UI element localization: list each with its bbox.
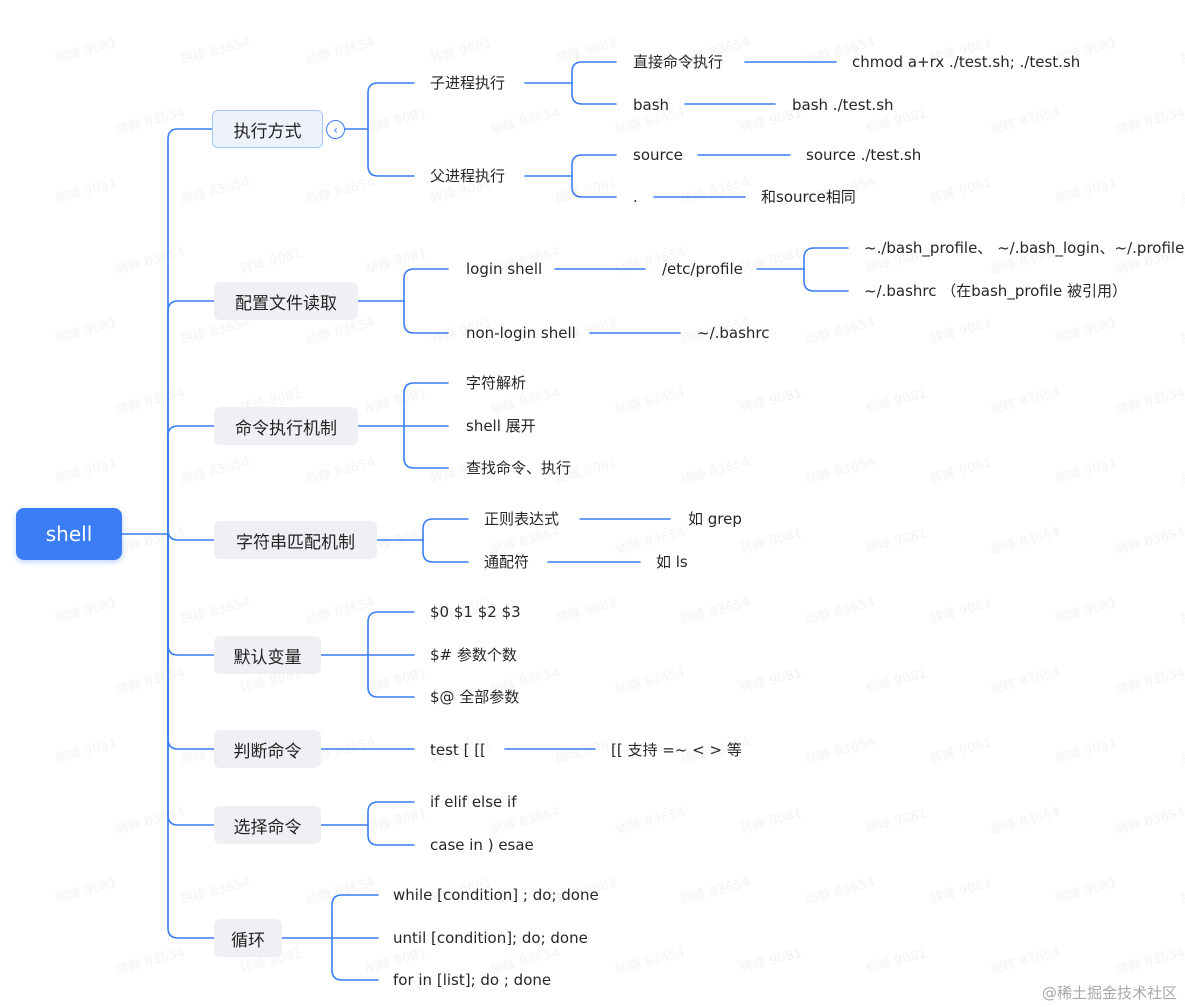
node-positional-vars[interactable]: $0 $1 $2 $3 bbox=[430, 603, 521, 621]
connector-line bbox=[422, 518, 469, 541]
node-login-shell[interactable]: login shell bbox=[466, 260, 543, 278]
connector-line bbox=[571, 154, 617, 177]
node-subprocess[interactable]: 子进程执行 bbox=[430, 74, 506, 92]
leaf-double-bracket[interactable]: [[ 支持 =~ < > 等 bbox=[611, 741, 742, 759]
leaf-grep[interactable]: 如 grep bbox=[688, 510, 742, 528]
chevron-left-icon[interactable]: ‹ bbox=[326, 120, 345, 139]
connector-line bbox=[167, 533, 215, 656]
node-case-in[interactable]: case in ) esae bbox=[430, 836, 534, 854]
connector-line bbox=[403, 300, 449, 334]
node-default-vars[interactable]: 默认变量 bbox=[214, 636, 321, 674]
node-while[interactable]: while [condition] ; do; done bbox=[393, 886, 599, 904]
node-until[interactable]: until [condition]; do; done bbox=[393, 929, 588, 947]
connector-line bbox=[167, 529, 215, 541]
connector-line bbox=[571, 82, 617, 105]
node-find-exec[interactable]: 查找命令、执行 bbox=[466, 459, 572, 477]
leaf-bashrc-ref[interactable]: ~/.bashrc （在bash_profile 被引用） bbox=[864, 282, 1127, 300]
connector-line bbox=[167, 425, 215, 535]
node-etc-profile[interactable]: /etc/profile bbox=[662, 260, 743, 278]
connector-line bbox=[331, 894, 379, 939]
connector-line bbox=[167, 128, 215, 535]
node-if-elif[interactable]: if elif else if bbox=[430, 793, 517, 811]
node-arg-count[interactable]: $# 参数个数 bbox=[430, 646, 517, 664]
connector-line bbox=[331, 937, 379, 981]
connector-line bbox=[422, 539, 469, 563]
node-cmd-exec[interactable]: 命令执行机制 bbox=[214, 407, 358, 445]
connector-line bbox=[367, 82, 415, 130]
connector-line bbox=[367, 654, 415, 698]
leaf-ls[interactable]: 如 ls bbox=[656, 553, 688, 571]
node-parent-process[interactable]: 父进程执行 bbox=[430, 167, 506, 185]
leaf-bashrc[interactable]: ~/.bashrc bbox=[697, 324, 770, 342]
connector-line bbox=[403, 268, 449, 302]
connector-line bbox=[367, 801, 415, 826]
node-test-cmd[interactable]: 判断命令 bbox=[214, 730, 321, 768]
connector-line bbox=[803, 268, 849, 292]
node-char-parse[interactable]: 字符解析 bbox=[466, 374, 527, 392]
node-bash[interactable]: bash bbox=[633, 96, 670, 114]
connector-line bbox=[367, 611, 415, 656]
leaf-bash-profile[interactable]: ~./bash_profile、 ~/.bash_login、~/.profil… bbox=[864, 239, 1185, 257]
connector-line bbox=[571, 61, 617, 84]
connector-line bbox=[403, 382, 449, 427]
node-source[interactable]: source bbox=[633, 146, 683, 164]
connector-line bbox=[803, 247, 849, 270]
root-node-shell[interactable]: shell bbox=[16, 508, 122, 560]
node-dot[interactable]: . bbox=[633, 188, 638, 206]
connector-line bbox=[367, 824, 415, 846]
node-non-login-shell[interactable]: non-login shell bbox=[466, 324, 576, 342]
footer-credit: @稀土掘金技术社区 bbox=[1041, 984, 1177, 1002]
leaf-bash-test[interactable]: bash ./test.sh bbox=[792, 96, 894, 114]
node-regex[interactable]: 正则表达式 bbox=[484, 510, 560, 528]
connector-line bbox=[571, 175, 617, 198]
connector-line bbox=[167, 533, 215, 826]
node-shell-expand[interactable]: shell 展开 bbox=[466, 417, 536, 435]
connector-line bbox=[367, 128, 415, 177]
connector-line bbox=[167, 300, 215, 535]
leaf-chmod[interactable]: chmod a+rx ./test.sh; ./test.sh bbox=[852, 53, 1081, 71]
node-select-cmd[interactable]: 选择命令 bbox=[214, 806, 321, 844]
connector-line bbox=[403, 425, 449, 469]
node-string-match[interactable]: 字符串匹配机制 bbox=[214, 521, 377, 559]
node-all-args[interactable]: $@ 全部参数 bbox=[430, 688, 520, 706]
node-test-brackets[interactable]: test [ [[ bbox=[430, 741, 486, 759]
node-loop[interactable]: 循环 bbox=[214, 919, 282, 957]
leaf-same-as-source[interactable]: 和source相同 bbox=[761, 188, 856, 206]
node-exec-mode[interactable]: 执行方式 bbox=[212, 110, 323, 148]
connector-line bbox=[167, 533, 215, 939]
leaf-source-test[interactable]: source ./test.sh bbox=[806, 146, 922, 164]
node-for[interactable]: for in [list]; do ; done bbox=[393, 971, 552, 989]
connector-line bbox=[167, 533, 215, 750]
node-direct-exec[interactable]: 直接命令执行 bbox=[633, 53, 724, 71]
node-wildcard[interactable]: 通配符 bbox=[484, 553, 530, 571]
node-config-read[interactable]: 配置文件读取 bbox=[214, 282, 358, 320]
